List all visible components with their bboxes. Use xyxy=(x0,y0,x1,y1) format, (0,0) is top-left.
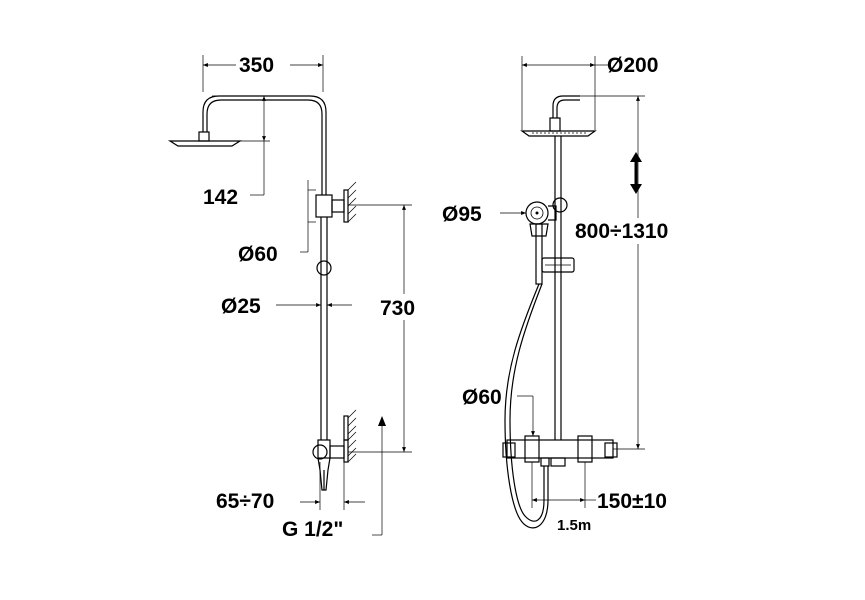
label-dia200: Ø200 xyxy=(607,54,658,77)
right-front-view: Ø200 800÷1310 Ø95 Ø60 xyxy=(442,54,704,534)
label-dia60-left: Ø60 xyxy=(238,243,278,266)
shower-arm-front xyxy=(552,95,580,118)
label-hose-length: 1.5m xyxy=(557,517,591,534)
label-height-range: 800÷1310 xyxy=(575,220,668,243)
label-730: 730 xyxy=(380,297,415,320)
thermostatic-mixer-side xyxy=(312,409,357,491)
dim-dia95: Ø95 xyxy=(442,203,526,226)
dim-height-range: 800÷1310 xyxy=(574,95,704,450)
thermostatic-mixer-front xyxy=(502,435,618,467)
dim-730: 730 xyxy=(348,204,428,453)
overhead-shower-head xyxy=(167,131,243,147)
riser-pipe-front xyxy=(554,136,562,440)
shower-hose xyxy=(504,283,549,529)
overhead-shower-head-front xyxy=(520,117,597,137)
dim-dia200: Ø200 xyxy=(521,54,658,130)
label-dia60-right: Ø60 xyxy=(462,386,502,409)
dim-spacing: 150±10 xyxy=(531,462,667,513)
dim-thread: G 1/2" xyxy=(282,416,386,541)
dim-dia60-left: Ø60 xyxy=(238,180,316,266)
label-spacing: 150±10 xyxy=(597,490,667,513)
label-350: 350 xyxy=(239,54,274,77)
dim-350: 350 xyxy=(202,52,324,92)
label-dia25: Ø25 xyxy=(221,295,261,318)
dim-dia60-right: Ø60 xyxy=(462,386,535,436)
dim-142: 142 xyxy=(203,95,270,209)
left-side-view: 350 142 Ø60 Ø25 xyxy=(167,52,428,541)
dim-dia25: Ø25 xyxy=(221,295,352,318)
label-thread: G 1/2" xyxy=(282,518,343,541)
label-65-70: 65÷70 xyxy=(216,490,274,513)
dim-65-70: 65÷70 xyxy=(216,462,365,513)
label-142: 142 xyxy=(203,186,238,209)
adjustable-arrow-icon xyxy=(630,152,642,194)
riser-pipe xyxy=(316,217,332,440)
upper-wall-bracket xyxy=(315,181,357,223)
slide-holder xyxy=(541,257,575,273)
label-dia95: Ø95 xyxy=(442,203,482,226)
